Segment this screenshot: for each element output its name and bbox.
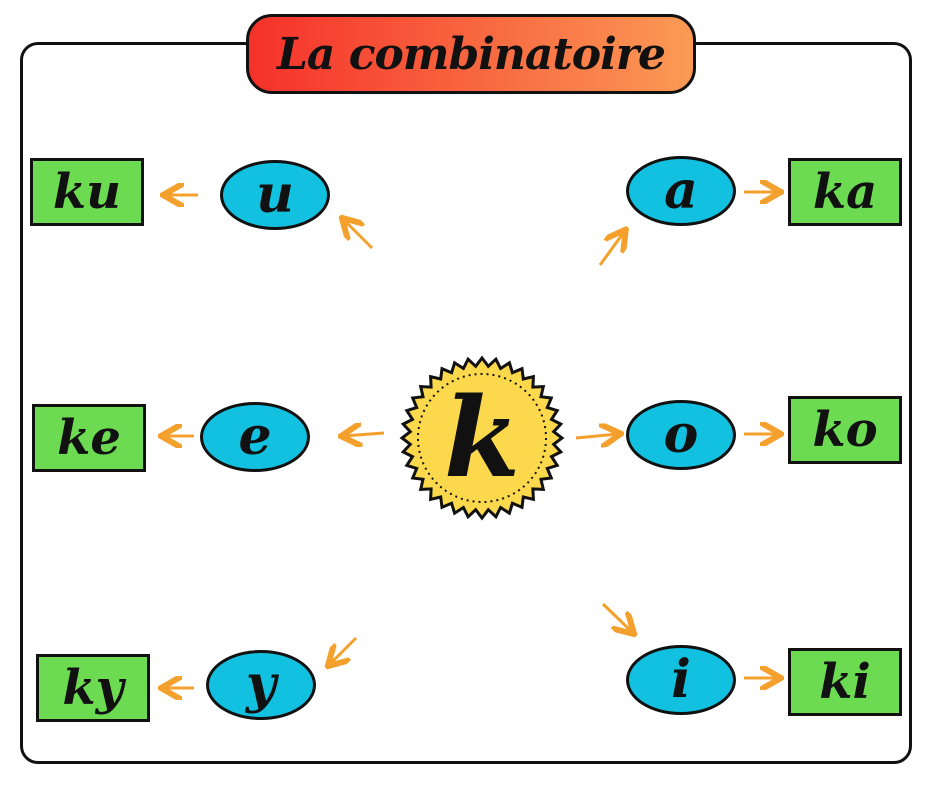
vowel-o-label: o	[663, 404, 699, 465]
syllable-ko-label: ko	[812, 402, 878, 458]
syllable-ke: ke	[32, 404, 146, 472]
vowel-u: u	[220, 160, 330, 230]
vowel-i: i	[626, 645, 736, 715]
starburst-dotted-ring	[417, 373, 547, 503]
syllable-ke-label: ke	[57, 410, 121, 466]
arrow-k-to-i	[601, 602, 632, 632]
syllable-ki: ki	[788, 648, 902, 716]
syllable-ky-label: ky	[62, 660, 124, 716]
vowel-o: o	[626, 400, 736, 470]
syllable-ko: ko	[788, 396, 902, 464]
syllable-ka-label: ka	[812, 164, 878, 220]
page-title: La combinatoire	[276, 28, 666, 80]
arrow-k-to-a	[598, 232, 624, 266]
arrow-k-to-e	[344, 433, 385, 436]
arrow-k-to-o	[575, 434, 618, 438]
vowel-y-label: y	[245, 654, 277, 715]
starburst-shape	[399, 355, 565, 521]
center-consonant: k	[398, 354, 566, 522]
vowel-y: y	[206, 650, 316, 720]
starburst-polygon	[399, 355, 565, 521]
vowel-a-label: a	[664, 160, 698, 221]
vowel-e: e	[200, 402, 310, 472]
arrow-k-to-y	[330, 636, 358, 664]
vowel-a: a	[626, 156, 736, 226]
syllable-ku-label: ku	[52, 164, 122, 220]
arrow-k-to-u	[344, 220, 374, 250]
center-letter: k	[443, 373, 521, 502]
syllable-ka: ka	[788, 158, 902, 226]
title-banner: La combinatoire	[246, 14, 696, 94]
syllable-ky: ky	[36, 654, 150, 722]
vowel-e-label: e	[238, 406, 272, 467]
vowel-i-label: i	[671, 649, 691, 710]
syllable-ku: ku	[30, 158, 144, 226]
syllable-ki-label: ki	[819, 654, 871, 710]
vowel-u-label: u	[256, 164, 294, 225]
